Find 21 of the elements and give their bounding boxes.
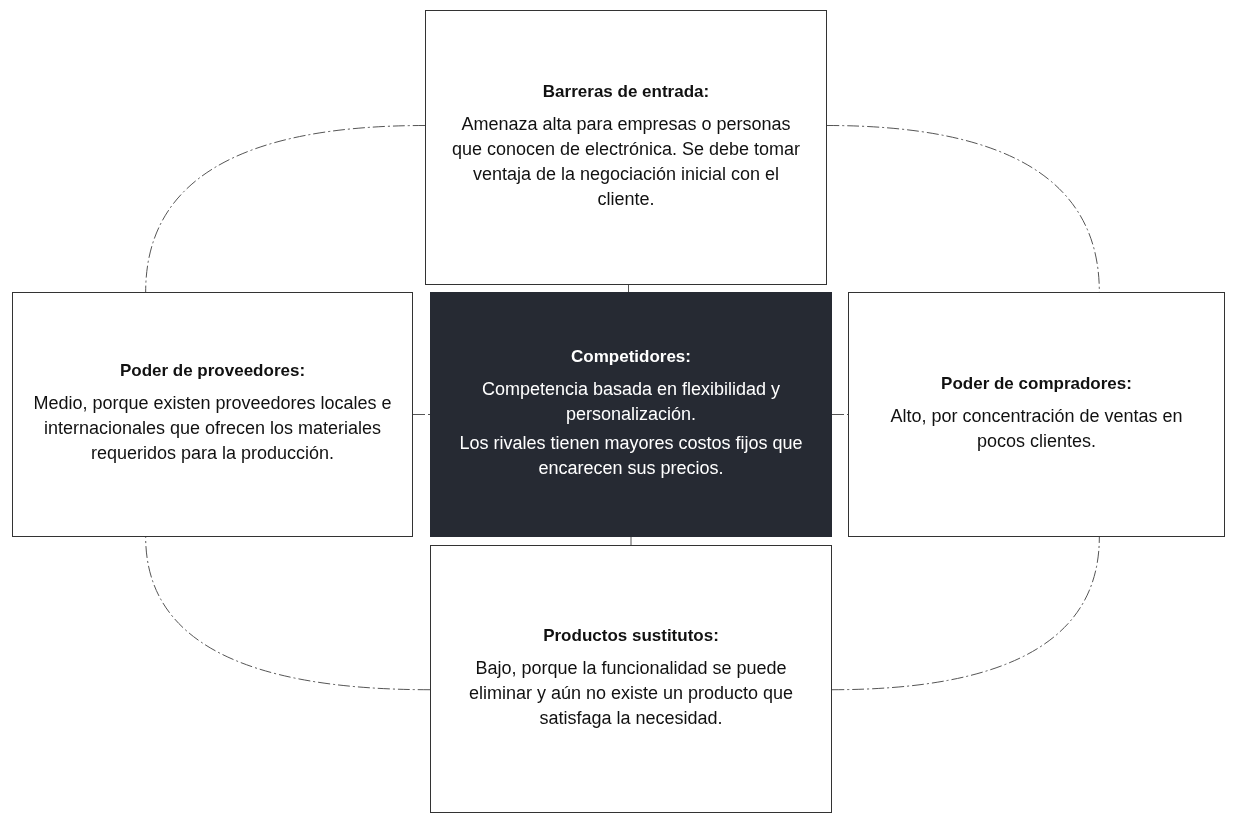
dark-box (430, 292, 832, 537)
dash-dot-connector (831, 536, 1100, 691)
dash-dot-connector (630, 536, 632, 546)
box-heading: Poder de proveedores: (119, 360, 306, 382)
dash-dot-connector (628, 284, 629, 293)
box-heading: Barreras de entrada: (542, 80, 710, 103)
box-text: Amenaza alta para empresas o personas que conocen de electrónica. Se debe tomar ventaja de la negociación inicial con el cliente. (450, 112, 802, 211)
text-box (430, 545, 832, 813)
dash-dot-connector (145, 125, 426, 293)
box-heading: Poder de compradores: (941, 372, 1132, 395)
dash-dot-connector (412, 414, 431, 415)
box-text: Los rivales tienen mayores costos fijos que encarecen sus precios. (458, 431, 804, 480)
box-text: Competencia basada en flexibilidad y personalización. (480, 377, 782, 426)
box-text: Medio, porque existen proveedores locales e internacionales que ofrecen los materiales requeridos para la producción. (33, 392, 392, 465)
box-heading: Competidores: (571, 345, 691, 368)
box-text: Bajo, porque la funcionalidad se puede eliminar y aún no existe un producto que satisfaga la necesidad. (467, 656, 795, 730)
text-box (12, 292, 413, 537)
box-text: Alto, por concentración de ventas en pocos clientes. (889, 404, 1184, 453)
box-heading: Productos sustitutos: (543, 624, 719, 647)
text-box (425, 10, 827, 285)
text-box (848, 292, 1225, 537)
